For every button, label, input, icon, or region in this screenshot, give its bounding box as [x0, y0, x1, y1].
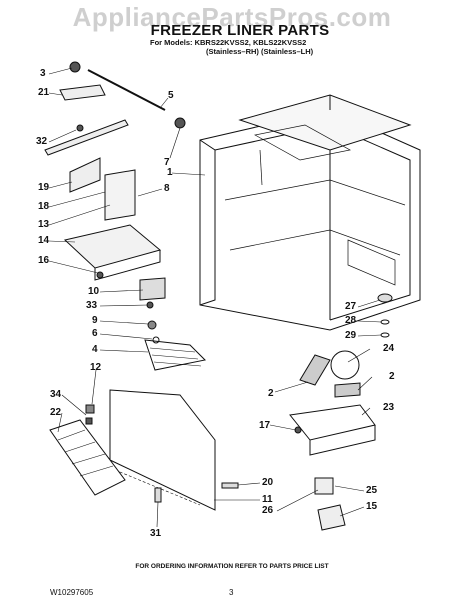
callout-27: 27: [345, 301, 357, 312]
callout-16: 16: [38, 255, 50, 266]
document-id: W10297605: [50, 588, 94, 597]
models-line-2: (Stainless–RH) (Stainless–LH): [206, 47, 314, 56]
callout-22: 22: [50, 407, 62, 418]
callout-13: 13: [38, 219, 50, 230]
grille: [49, 419, 126, 496]
models-line-1: For Models: KBRS22KVSS2, KBLS22KVSS2: [150, 38, 307, 47]
callout-12: 12: [90, 362, 102, 373]
callout-26: 26: [262, 505, 274, 516]
fan-assembly: [289, 293, 393, 531]
callout-20: 20: [262, 477, 274, 488]
callout-2-right: 2: [389, 371, 395, 382]
callout-18: 18: [38, 201, 50, 212]
callout-8: 8: [164, 183, 170, 194]
callout-15: 15: [366, 501, 378, 512]
callout-17: 17: [259, 420, 271, 431]
freezer-liner: [199, 94, 421, 331]
callout-33: 33: [86, 300, 98, 311]
callout-14: 14: [38, 235, 50, 246]
callout-24: 24: [383, 343, 395, 354]
rails: [44, 69, 166, 221]
callout-2-left: 2: [268, 388, 274, 399]
callout-9: 9: [92, 315, 98, 326]
callout-25: 25: [366, 485, 378, 496]
callout-31: 31: [150, 528, 162, 539]
callout-1: 1: [167, 167, 173, 178]
tray-assembly: [63, 224, 207, 371]
callout-21: 21: [38, 87, 50, 98]
callout-3: 3: [40, 68, 46, 79]
callout-32: 32: [36, 136, 48, 147]
callout-19: 19: [38, 182, 50, 193]
callout-34: 34: [50, 389, 62, 400]
page-number: 3: [229, 588, 234, 597]
leader-lines: [48, 67, 382, 528]
callout-7: 7: [164, 157, 170, 168]
callout-10: 10: [88, 286, 100, 297]
callout-28: 28: [345, 315, 357, 326]
callout-11: 11: [262, 494, 273, 505]
small-parts: [69, 61, 302, 503]
callout-29: 29: [345, 330, 357, 341]
page-title: FREEZER LINER PARTS: [150, 22, 330, 39]
callout-6: 6: [92, 328, 98, 339]
callout-5: 5: [168, 90, 174, 101]
callout-4: 4: [92, 344, 98, 355]
watermark: AppliancePartsPros.com: [72, 2, 392, 32]
model-list: For Models: KBRS22KVSS2, KBLS22KVSS2 (St…: [150, 38, 340, 56]
ordering-note: FOR ORDERING INFORMATION REFER TO PARTS …: [135, 563, 329, 570]
callout-23: 23: [383, 402, 395, 413]
fan-shroud-panel: [109, 389, 216, 511]
